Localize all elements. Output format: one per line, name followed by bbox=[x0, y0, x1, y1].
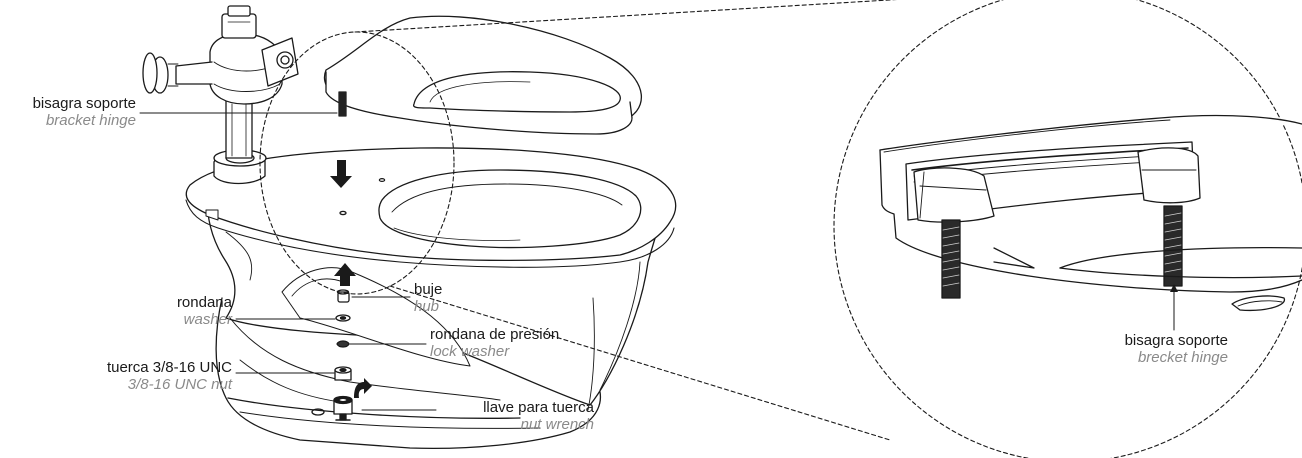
hardware-parts bbox=[333, 289, 353, 421]
label-hub: buje hub bbox=[414, 281, 442, 315]
label-detail-hinge-en: brecket hinge bbox=[1137, 349, 1228, 366]
label-washer-es: rondana bbox=[176, 294, 232, 311]
label-nut-wrench-es: llave para tuerca bbox=[483, 399, 594, 416]
label-nut-wrench-en: nut wrench bbox=[520, 416, 594, 433]
install-arrow-down-icon bbox=[330, 160, 352, 188]
label-bracket-hinge: bisagra soporte bracket hinge bbox=[0, 95, 136, 129]
label-lock-washer-en: lock washer bbox=[430, 343, 510, 360]
wrench-turn-arrow-icon bbox=[354, 378, 372, 398]
leader-lines bbox=[139, 112, 1175, 411]
label-bracket-hinge-en: bracket hinge bbox=[45, 112, 136, 129]
label-washer-en: washer bbox=[183, 311, 232, 328]
detail-hinge-view bbox=[879, 114, 1302, 312]
label-hub-es: buje bbox=[414, 281, 443, 298]
label-washer: rondana washer bbox=[40, 294, 232, 328]
label-detail-hinge: bisagra soporte brecket hinge bbox=[1064, 332, 1228, 366]
toilet-seat bbox=[323, 15, 643, 135]
flush-valve bbox=[142, 5, 299, 159]
label-nut-wrench: llave para tuerca nut wrench bbox=[430, 399, 594, 433]
label-nut: tuerca 3/8-16 UNC 3/8-16 UNC nut bbox=[0, 359, 232, 393]
label-lock-washer-es: rondana de presión bbox=[430, 326, 560, 343]
install-arrow-up-icon bbox=[334, 263, 356, 286]
label-hub-en: hub bbox=[414, 298, 440, 315]
label-lock-washer: rondana de presión lock washer bbox=[430, 326, 559, 360]
label-detail-hinge-es: bisagra soporte bbox=[1124, 332, 1228, 349]
label-bracket-hinge-es: bisagra soporte bbox=[32, 95, 136, 112]
detail-callout bbox=[259, 0, 1302, 458]
label-nut-es: tuerca 3/8-16 UNC bbox=[106, 359, 232, 376]
toilet-bowl bbox=[185, 147, 677, 450]
detail-leader-arrow-icon bbox=[1170, 284, 1178, 292]
label-nut-en: 3/8-16 UNC nut bbox=[127, 376, 232, 393]
